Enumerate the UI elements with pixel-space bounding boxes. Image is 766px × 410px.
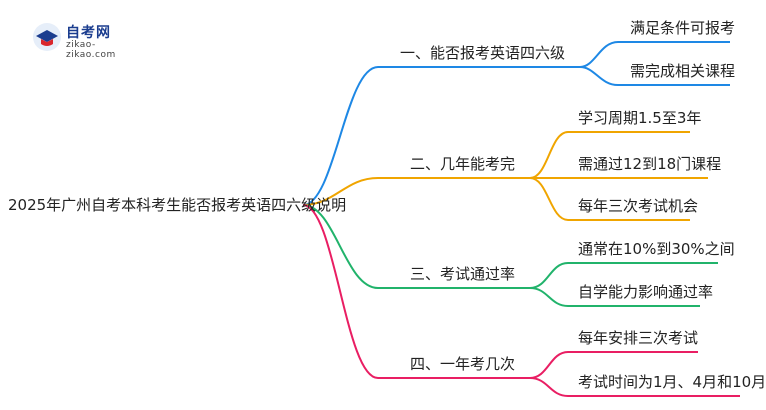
branch-4-label: 四、一年考几次 [410, 355, 516, 373]
root-node-title: 2025年广州自考本科考生能否报考英语四六级说明 [8, 196, 347, 214]
branch-4-leaf-2: 考试时间为1月、4月和10月 [578, 373, 766, 391]
connector-branch-2-leaf-1 [529, 131, 569, 179]
connector-branch-1-leaf-2 [579, 66, 619, 86]
branch-2-label: 二、几年能考完 [410, 155, 516, 173]
connector-root-branch-2 [302, 177, 379, 206]
branch-2-leaf-3: 每年三次考试机会 [578, 197, 699, 215]
branch-1-leaf-1: 满足条件可报考 [630, 19, 736, 37]
logo-subtitle: zikao-zikao.com [66, 40, 116, 60]
logo-graduation-cap-icon [33, 23, 61, 51]
site-logo: 自考网 zikao-zikao.com [30, 20, 140, 60]
connector-branch-4-leaf-1 [529, 351, 569, 379]
connector-branch-3-leaf-1 [529, 262, 569, 289]
logo-title: 自考网 [66, 25, 111, 41]
branch-3-label: 三、考试通过率 [410, 265, 516, 283]
mindmap-connectors [302, 41, 740, 397]
branch-1-label: 一、能否报考英语四六级 [400, 44, 566, 62]
connector-branch-1-leaf-1 [579, 41, 619, 68]
connector-branch-2-leaf-3 [529, 177, 569, 221]
branch-2-leaf-2: 需通过12到18门课程 [578, 155, 722, 173]
branch-2-leaf-1: 学习周期1.5至3年 [578, 109, 702, 127]
connector-branch-3-leaf-2 [529, 287, 569, 307]
connector-branch-4-leaf-2 [529, 377, 569, 397]
connector-root-branch-3 [302, 204, 379, 289]
connector-root-branch-4 [302, 204, 379, 379]
branch-3-leaf-2: 自学能力影响通过率 [578, 283, 714, 301]
branch-1-leaf-2: 需完成相关课程 [630, 62, 736, 80]
branch-4-leaf-1: 每年安排三次考试 [578, 329, 699, 347]
connector-root-branch-1 [302, 66, 379, 206]
branch-3-leaf-1: 通常在10%到30%之间 [578, 240, 735, 258]
